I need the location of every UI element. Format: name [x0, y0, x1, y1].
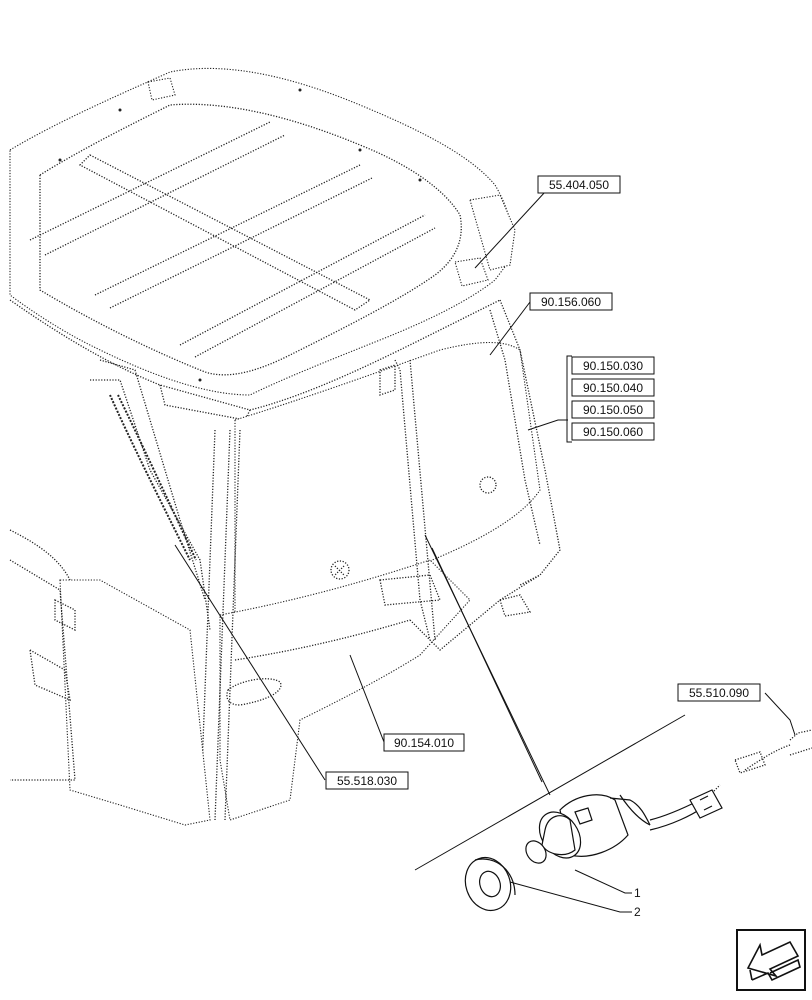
- ref-55-510-090[interactable]: 55.510.090: [677, 683, 761, 702]
- sealing-washer: [464, 856, 516, 912]
- ref-90-150-030[interactable]: 90.150.030: [571, 356, 655, 375]
- cab-roof: [9, 67, 516, 421]
- svg-text:90.154.010: 90.154.010: [394, 736, 454, 750]
- item-callouts: 1 2: [634, 886, 641, 919]
- svg-text:90.150.060: 90.150.060: [583, 425, 643, 439]
- callout-1: 1: [634, 886, 641, 900]
- ref-90-156-060[interactable]: 90.156.060: [529, 292, 613, 311]
- svg-text:90.150.030: 90.150.030: [583, 359, 643, 373]
- svg-text:55.510.090: 55.510.090: [689, 686, 749, 700]
- svg-text:55.404.050: 55.404.050: [549, 178, 609, 192]
- svg-text:55.518.030: 55.518.030: [337, 774, 397, 788]
- svg-text:90.150.050: 90.150.050: [583, 403, 643, 417]
- previous-page-arrow-icon[interactable]: [736, 929, 806, 991]
- pressure-switch: [525, 794, 651, 864]
- sensor-harness: [619, 729, 812, 831]
- ref-90-150-060[interactable]: 90.150.060: [571, 422, 655, 441]
- cab-body: [9, 299, 561, 826]
- ref-90-150-040[interactable]: 90.150.040: [571, 378, 655, 397]
- ref-90-154-010[interactable]: 90.154.010: [383, 733, 465, 752]
- leader-lines: [174, 191, 796, 913]
- ref-55-518-030[interactable]: 55.518.030: [325, 771, 409, 790]
- callout-2: 2: [634, 905, 641, 919]
- detail-separator: [414, 714, 686, 871]
- svg-text:90.156.060: 90.156.060: [541, 295, 601, 309]
- svg-text:90.150.040: 90.150.040: [583, 381, 643, 395]
- ref-55-404-050[interactable]: 55.404.050: [537, 175, 621, 194]
- reference-labels: 55.404.050 90.156.060 90.150.030 90.150.…: [325, 175, 761, 790]
- ref-90-150-050[interactable]: 90.150.050: [571, 400, 655, 419]
